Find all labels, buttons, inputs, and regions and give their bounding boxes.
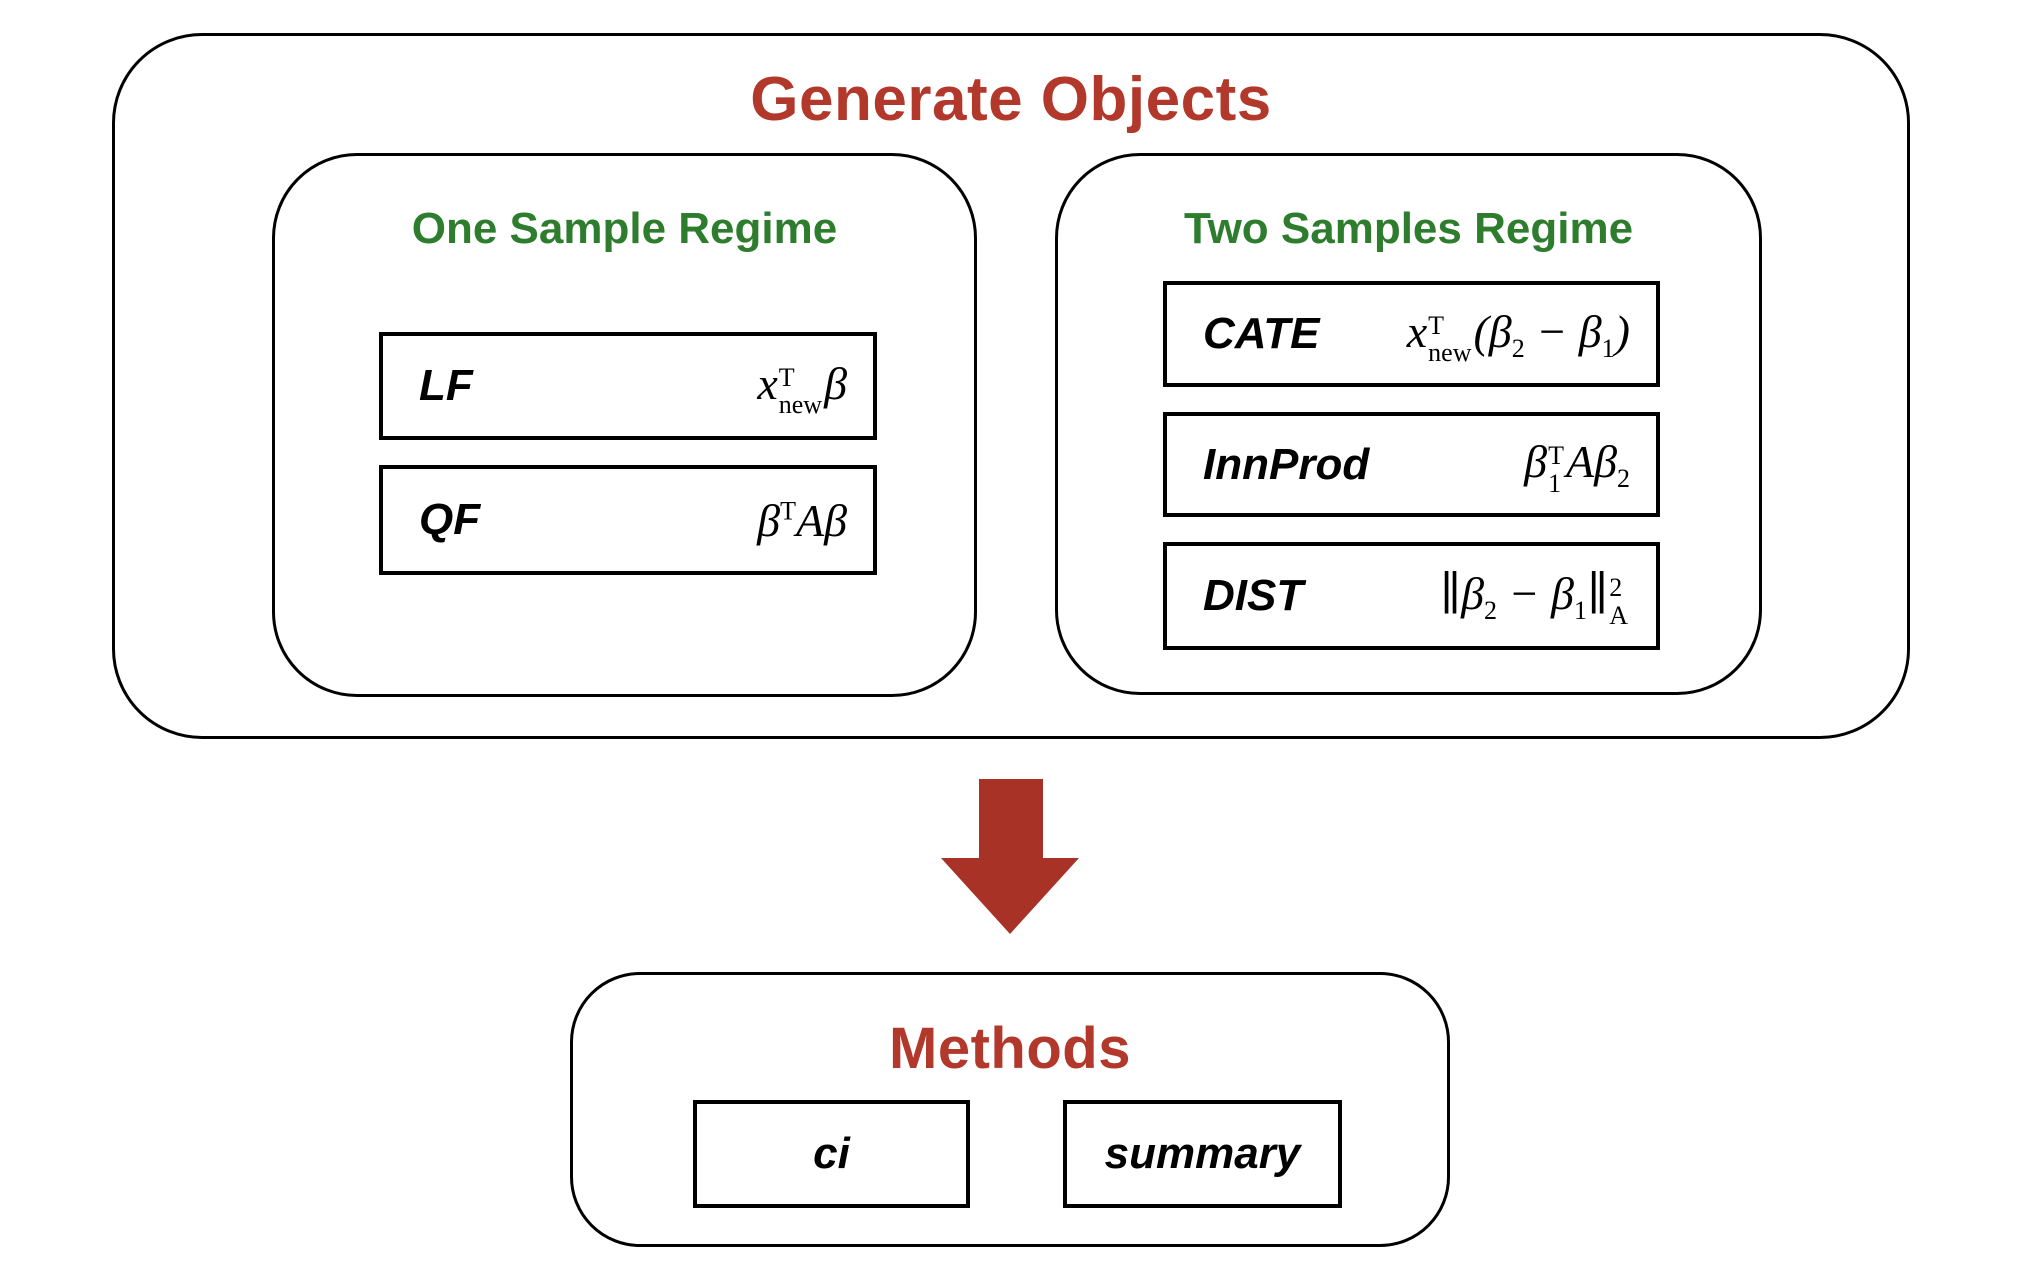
lf-label: LF [419,361,473,410]
innprod-label: InnProd [1203,439,1370,489]
methods-title: Methods [889,1016,1131,1081]
down-arrow-icon [941,858,1079,934]
two-samples-regime-title: Two Samples Regime [1183,204,1634,253]
qf-item-box: QF βTAβ [379,465,877,575]
ci-item-box: ci [693,1100,970,1208]
summary-item-box: summary [1063,1100,1342,1208]
qf-formula: βTAβ [757,494,847,546]
dist-label: DIST [1203,571,1304,620]
summary-label: summary [1104,1129,1301,1178]
qf-label: QF [419,495,481,544]
down-arrow-shaft [979,779,1043,859]
generate-objects-title: Generate Objects [750,65,1272,134]
cate-label: CATE [1203,309,1320,358]
ci-label: ci [813,1129,850,1178]
one-sample-regime-title: One Sample Regime [411,204,838,253]
